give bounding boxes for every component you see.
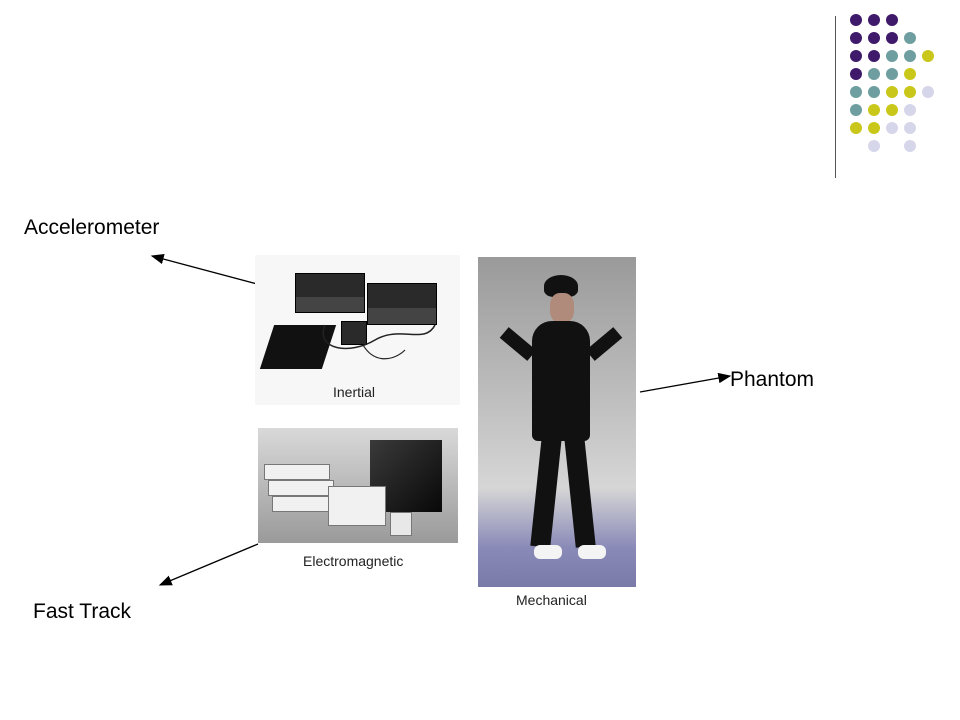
dot: [922, 50, 934, 62]
arrow-fast-track: [158, 543, 259, 586]
dot: [904, 32, 916, 44]
receiver-small: [390, 512, 412, 536]
dot: [886, 104, 898, 116]
face: [550, 293, 574, 323]
dot: [886, 50, 898, 62]
dot: [850, 32, 862, 44]
caption-electromagnetic: Electromagnetic: [303, 553, 404, 569]
dot: [886, 86, 898, 98]
label-fast-track: Fast Track: [33, 600, 132, 623]
mechanical-photo: [478, 257, 636, 587]
dot: [904, 122, 916, 134]
dot: [868, 140, 880, 152]
dot: [850, 14, 862, 26]
right-shoe: [578, 545, 606, 559]
left-shoe: [534, 545, 562, 559]
dot: [868, 86, 880, 98]
left-leg: [530, 436, 562, 548]
dot: [886, 122, 898, 134]
dot: [868, 122, 880, 134]
inertial-photo: [255, 255, 460, 405]
em-unit-4: [328, 486, 386, 526]
cables: [322, 324, 436, 360]
dot: [868, 104, 880, 116]
caption-mechanical: Mechanical: [516, 592, 587, 608]
dot: [850, 50, 862, 62]
dot: [868, 50, 880, 62]
arrow-accelerometer: [150, 253, 273, 289]
dot-grid-decoration: [850, 14, 950, 160]
right-arm: [585, 327, 623, 361]
dot: [868, 32, 880, 44]
divider-line: [835, 16, 836, 178]
dot: [904, 104, 916, 116]
dot: [886, 68, 898, 80]
dot: [886, 14, 898, 26]
label-accelerometer: Accelerometer: [24, 216, 160, 239]
label-phantom: Phantom: [730, 368, 815, 391]
dot: [850, 104, 862, 116]
caption-inertial: Inertial: [333, 384, 376, 400]
dot: [850, 122, 862, 134]
dot: [922, 86, 934, 98]
dot: [868, 14, 880, 26]
electromagnetic-photo: [258, 428, 458, 543]
helmet: [544, 275, 578, 297]
tracker-box-2: [367, 283, 437, 325]
left-arm: [499, 327, 537, 361]
dot: [904, 50, 916, 62]
torso: [532, 321, 590, 441]
dot: [904, 140, 916, 152]
right-leg: [564, 436, 596, 548]
dot: [904, 68, 916, 80]
dot: [850, 68, 862, 80]
dot: [904, 86, 916, 98]
em-unit-2: [268, 480, 334, 496]
dot: [850, 86, 862, 98]
arrow-phantom: [639, 372, 732, 393]
dot: [886, 32, 898, 44]
tracker-box-1: [295, 273, 365, 313]
sensor-cube: [341, 321, 367, 345]
em-unit-1: [264, 464, 330, 480]
dot: [868, 68, 880, 80]
